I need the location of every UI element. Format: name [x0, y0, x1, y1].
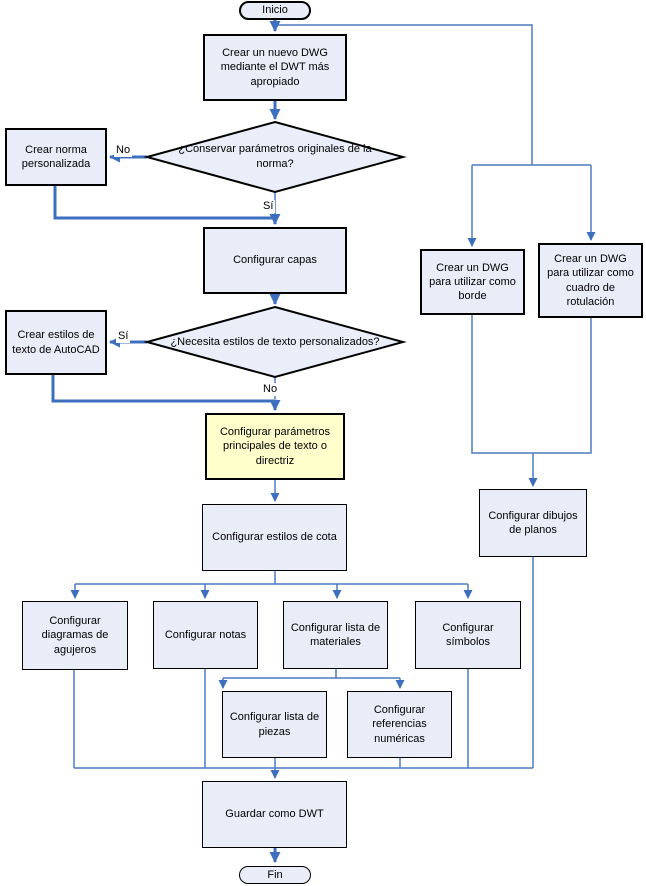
edge-label-no-1: No: [114, 144, 133, 157]
node-configurar-piezas: Configurar lista de piezas: [222, 691, 327, 758]
node-configurar-referencias: Configurar referencias numéricas: [347, 691, 452, 758]
node-crear-estilos-texto: Crear estilos de texto de AutoCAD: [5, 310, 107, 375]
node-crear-dwg-borde: Crear un DWG para utilizar como borde: [420, 249, 525, 315]
node-configurar-diagramas: Configurar diagramas de agujeros: [22, 601, 128, 670]
node-crear-norma: Crear norma personalizada: [5, 128, 107, 186]
edge-label-no-2: No: [261, 383, 280, 396]
node-configurar-parametros: Configurar parámetros principales de tex…: [205, 413, 345, 480]
decision-estilos-diamond: [143, 305, 407, 379]
node-fin: Fin: [239, 866, 311, 884]
node-configurar-notas: Configurar notas: [153, 601, 258, 669]
edge-label-si-1: Sí: [261, 200, 276, 213]
edge-label-si-2: Sí: [116, 330, 131, 343]
decision-norma-label: ¿Conservar parámetros originales de la n…: [178, 143, 372, 170]
decision-norma-diamond: [143, 120, 407, 194]
edge-merge-to-capas: [53, 186, 281, 225]
node-configurar-materiales: Configurar lista de materiales: [283, 601, 388, 669]
edge-merge-to-parametros: [51, 375, 281, 411]
node-configurar-dibujos: Configurar dibujos de planos: [479, 489, 587, 557]
node-inicio: Inicio: [239, 1, 311, 20]
node-crear-nuevo-dwg: Crear un nuevo DWG mediante el DWT más a…: [203, 34, 347, 101]
node-configurar-capas: Configurar capas: [203, 227, 347, 294]
edge-borde-rotulacion-join: [471, 315, 592, 454]
edge-inicio-right-branch: [277, 24, 533, 165]
node-configurar-simbolos: Configurar símbolos: [415, 601, 521, 669]
node-crear-dwg-rotulacion: Crear un DWG para utilizar como cuadro d…: [538, 243, 643, 318]
decision-estilos-label: ¿Necesita estilos de texto personalizado…: [170, 335, 380, 348]
node-guardar-dwt: Guardar como DWT: [202, 781, 347, 848]
node-configurar-cota: Configurar estilos de cota: [202, 504, 347, 571]
